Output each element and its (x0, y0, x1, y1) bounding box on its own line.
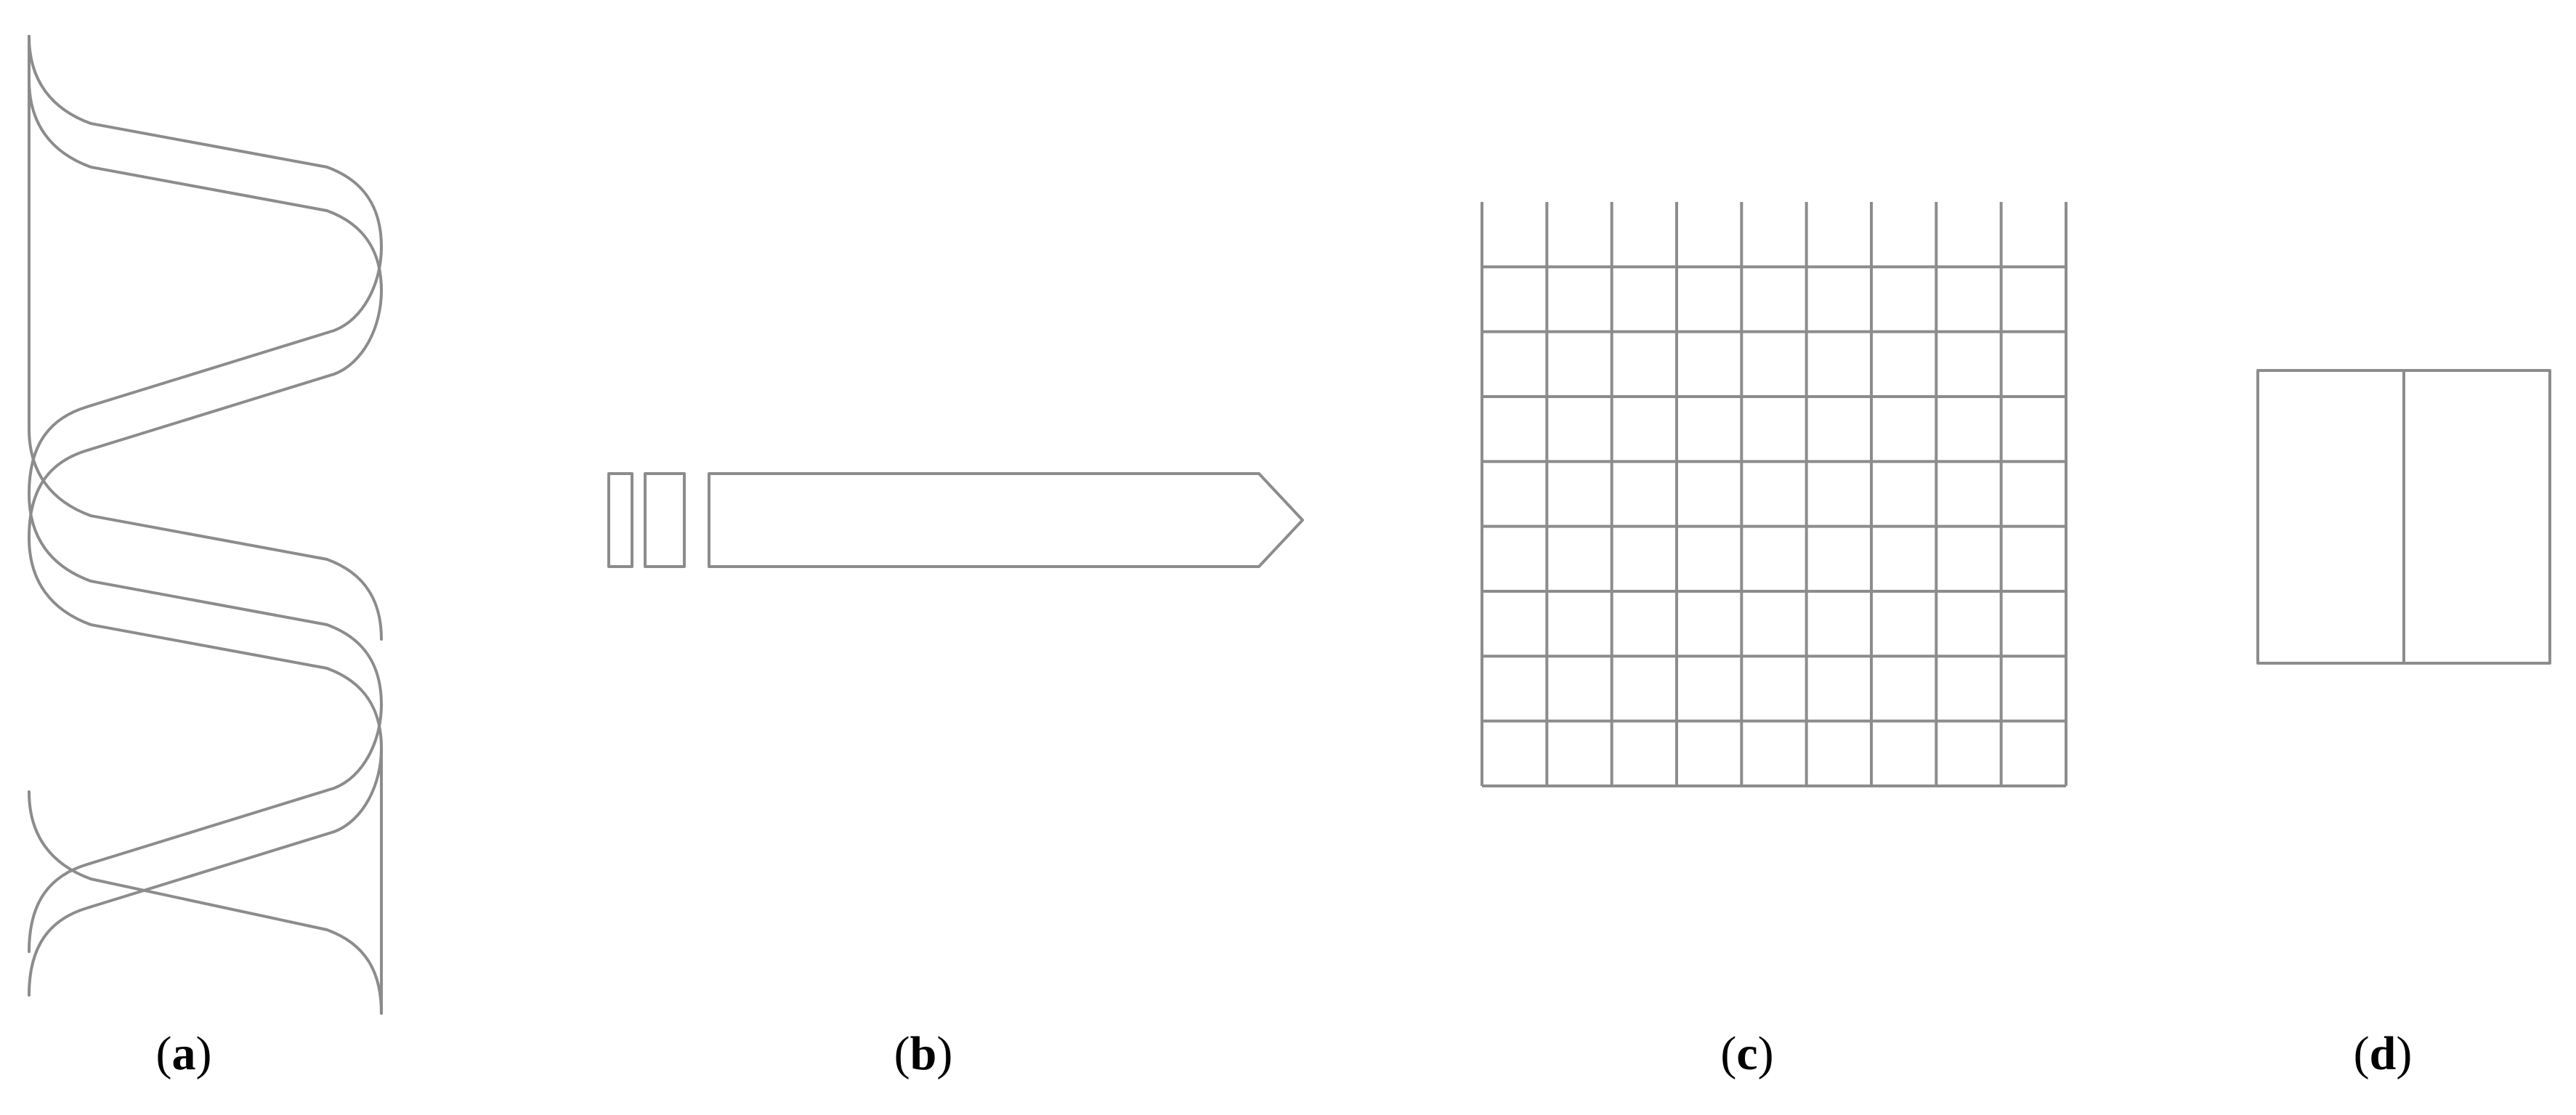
panel-c-grid (1481, 202, 2067, 787)
caption-a: (a) (155, 1027, 212, 1080)
caption-c: (c) (1720, 1027, 1774, 1080)
panel-b-bars (607, 472, 1304, 568)
small-bar-1 (607, 472, 633, 568)
caption-b: (b) (894, 1027, 953, 1080)
helix-strand-2 (28, 78, 383, 997)
small-bar-2 (644, 472, 686, 568)
panel-d-split-box (2256, 369, 2551, 665)
caption-d: (d) (2353, 1027, 2413, 1080)
helix-strand-3 (28, 427, 383, 641)
arrow-bar (708, 472, 1304, 568)
helix-strand-4 (28, 790, 383, 1015)
panel-a-helix (28, 35, 383, 1015)
helix-strand-1 (28, 35, 383, 953)
